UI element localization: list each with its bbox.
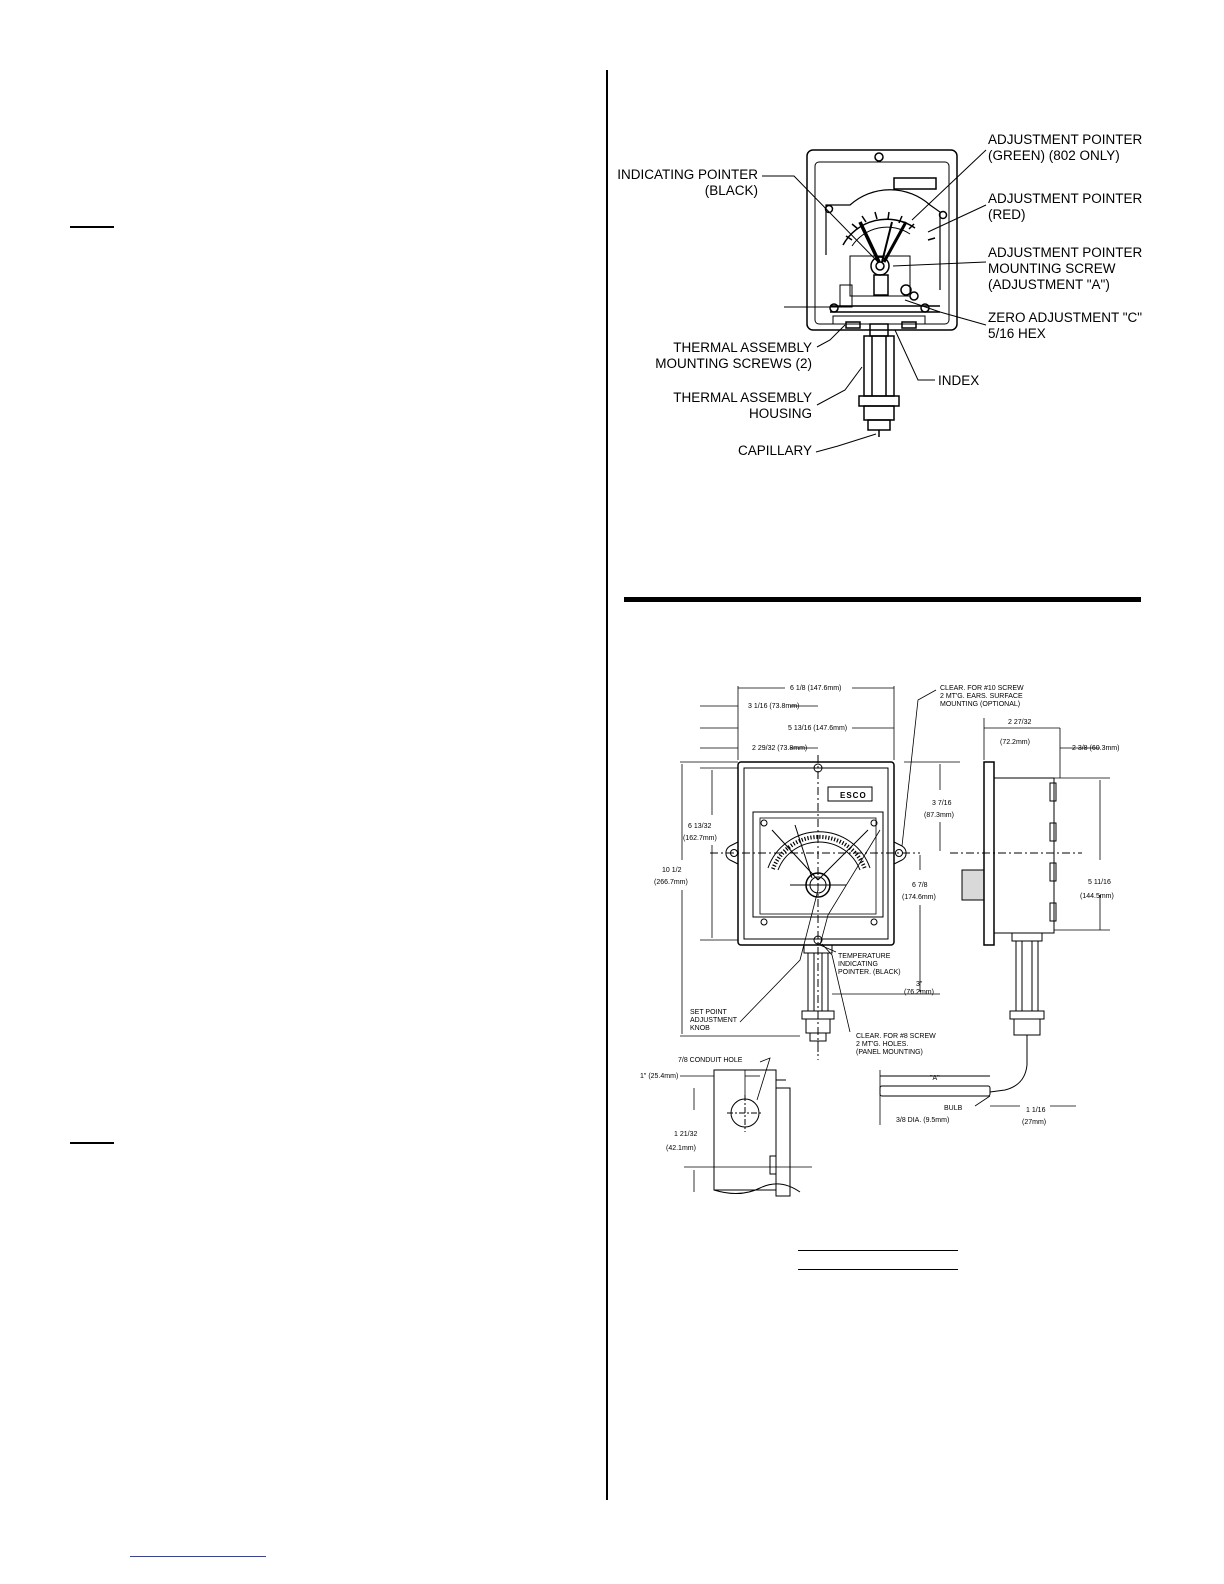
left-column-rule-top — [70, 226, 114, 228]
dim-5-13-16: 5 13/16 (147.6mm) — [788, 725, 847, 732]
note-clear8-2: 2 MT'G. HOLES. — [856, 1041, 908, 1048]
note-temp-1: TEMPERATURE — [838, 953, 891, 960]
column-divider — [606, 70, 608, 1500]
caption-underline-2 — [798, 1269, 958, 1270]
dim-2-27-32-mm: (72.2mm) — [1000, 739, 1030, 746]
callout-tah-1: THERMAL ASSEMBLY — [673, 390, 812, 405]
dim-6-13-32-mm: (162.7mm) — [683, 835, 717, 842]
note-temp-2: INDICATING — [838, 961, 878, 968]
section-divider-rule — [624, 597, 1141, 602]
dim-6-1-8: 6 1/8 (147.6mm) — [790, 685, 841, 692]
callout-index: INDEX — [938, 373, 979, 388]
note-bulb-dia: 3/8 DIA. (9.5mm) — [896, 1117, 949, 1124]
note-clear10-2: 2 MT'G. EARS. SURFACE — [940, 693, 1023, 700]
caption-underline-1 — [798, 1250, 958, 1251]
note-setpoint-2: ADJUSTMENT — [690, 1017, 738, 1024]
dim-5-11-16-mm: (144.5mm) — [1080, 893, 1114, 900]
dim-1-1-16: 1 1/16 — [1026, 1107, 1046, 1114]
dim-1-21-32-mm: (42.1mm) — [666, 1145, 696, 1152]
callout-tam-2: MOUNTING SCREWS (2) — [655, 356, 812, 371]
dimension-drawing-figure: 6 1/8 (147.6mm) 3 1/16 (73.8mm) 5 13/16 … — [640, 685, 1119, 1197]
callout-adj-green-1: ADJUSTMENT POINTER — [988, 132, 1143, 147]
dim-5-11-16: 5 11/16 — [1088, 879, 1111, 886]
dim-10-1-2: 10 1/2 — [662, 867, 682, 874]
callout-adj-red-1: ADJUSTMENT POINTER — [988, 191, 1143, 206]
note-setpoint-3: KNOB — [690, 1025, 710, 1032]
dim-1-1-16-mm: (27mm) — [1022, 1119, 1046, 1126]
note-clear10-1: CLEAR. FOR #10 SCREW — [940, 685, 1024, 692]
dim-6-7-8: 6 7/8 — [912, 882, 928, 889]
dim-6-7-8-mm: (174.6mm) — [902, 894, 936, 901]
dim-2-3-8: 2 3/8 (60.3mm) — [1072, 745, 1119, 752]
dim-2-29-32: 2 29/32 (73.8mm) — [752, 745, 807, 752]
dim-3-1-16: 3 1/16 (73.8mm) — [748, 703, 799, 710]
dim-3-7-16-mm: (87.3mm) — [924, 812, 954, 819]
dim-10-1-2-mm: (266.7mm) — [654, 879, 688, 886]
dim-2-27-32: 2 27/32 — [1008, 719, 1031, 726]
note-setpoint-1: SET POINT — [690, 1009, 728, 1016]
note-clear8-1: CLEAR. FOR #8 SCREW — [856, 1033, 936, 1040]
left-column-rule-bottom — [70, 1142, 114, 1144]
callout-zero-2: 5/16 HEX — [988, 326, 1046, 341]
callout-indicating-2: (BLACK) — [705, 183, 758, 198]
callout-zero-1: ZERO ADJUSTMENT "C" — [988, 310, 1142, 325]
callout-tam-1: THERMAL ASSEMBLY — [673, 340, 812, 355]
note-conduit: 7/8 CONDUIT HOLE — [678, 1057, 743, 1064]
dim-1-21-32: 1 21/32 — [674, 1131, 697, 1138]
dim-3-in: 3" — [916, 981, 923, 988]
dim-3-7-16: 3 7/16 — [932, 800, 952, 807]
note-clear8-3: (PANEL MOUNTING) — [856, 1049, 923, 1056]
brand-logo-text: ESCO — [840, 791, 867, 800]
case-outline — [806, 149, 958, 331]
controller-internals-figure: ADJUSTMENT POINTER (GREEN) (802 ONLY) IN… — [617, 132, 1143, 458]
callout-capillary: CAPILLARY — [738, 443, 812, 458]
note-clear10-3: MOUNTING (OPTIONAL) — [940, 701, 1020, 708]
note-bulb: BULB — [944, 1105, 963, 1112]
note-bulb-a: "A" — [930, 1075, 940, 1082]
callout-indicating-1: INDICATING POINTER — [617, 167, 758, 182]
callout-screw-3: (ADJUSTMENT "A") — [988, 277, 1110, 292]
note-temp-3: POINTER. (BLACK) — [838, 969, 901, 976]
callout-adj-red-2: (RED) — [988, 207, 1026, 222]
dim-1-in: 1" (25.4mm) — [640, 1073, 678, 1080]
callout-tah-2: HOUSING — [749, 406, 812, 421]
callout-adj-green-2: (GREEN) (802 ONLY) — [988, 148, 1120, 163]
callout-screw-1: ADJUSTMENT POINTER — [988, 245, 1143, 260]
callout-screw-2: MOUNTING SCREW — [988, 261, 1116, 276]
footer-link-underline[interactable] — [130, 1556, 266, 1557]
dim-3-in-mm: (76.2mm) — [904, 989, 934, 996]
dim-6-13-32: 6 13/32 — [688, 823, 711, 830]
